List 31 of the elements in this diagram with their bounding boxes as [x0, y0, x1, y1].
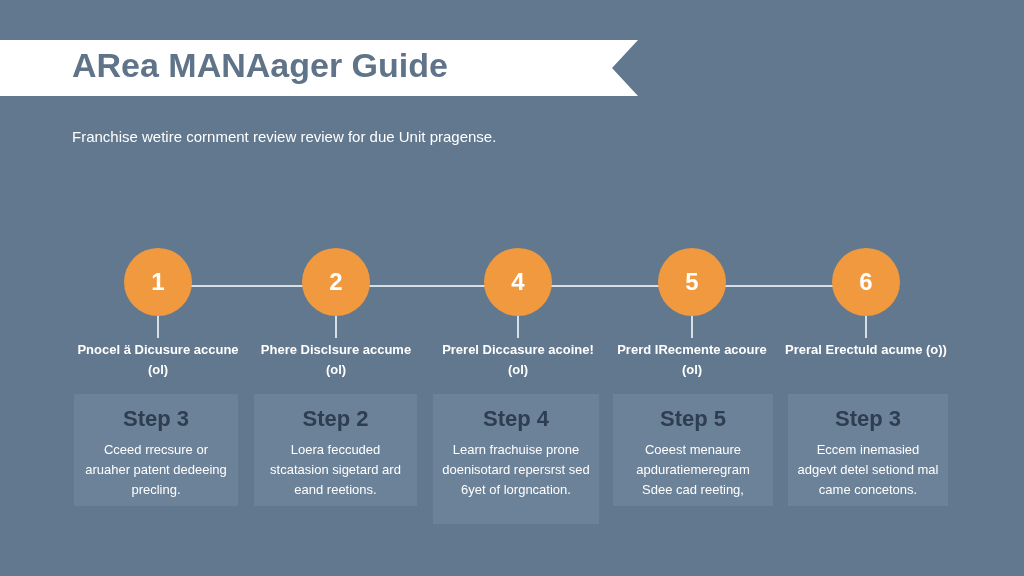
- step-number-circle: 1: [124, 248, 192, 316]
- connector-line: [865, 315, 867, 339]
- step-description: Eccem inemasied adgevt detel setiond mal came concetons.: [796, 441, 940, 499]
- connector-line: [368, 285, 486, 287]
- step-description: Cceed rrecsure or aruaher patent dedeeing precling.: [84, 441, 228, 499]
- step-description: Coeest menaure apduratiemeregram Sdee cad reeting,: [635, 441, 751, 499]
- step-number-circle: 6: [832, 248, 900, 316]
- step-number-circle: 4: [484, 248, 552, 316]
- step-caption: Preral Erectuld acume (o)): [781, 340, 951, 360]
- step-heading: Step 3: [122, 406, 190, 432]
- page-title: ARea MANAager Guide: [72, 46, 448, 85]
- connector-line: [517, 315, 519, 339]
- connector-line: [724, 285, 834, 287]
- step-heading: Step 3: [834, 406, 902, 432]
- connector-line: [691, 315, 693, 339]
- step-description: Learn frachuise prone doenisotard repersrst sed 6yet of lorgncation.: [441, 441, 591, 499]
- step-caption: Prerel Diccasure acoine!(ol): [433, 340, 603, 380]
- step-heading: Step 2: [301, 406, 370, 432]
- step-heading: Step 5: [659, 406, 727, 432]
- step-caption: Pnocel ä Dicusure accune (ol): [73, 340, 243, 380]
- subtitle-text: Franchise wetire cornment review review for due Unit pragense.: [72, 128, 497, 145]
- step-caption: Prerd IRecmente acoure (ol): [607, 340, 777, 380]
- connector-line: [335, 315, 337, 339]
- step-description: Loera feccuded stcatasion sigetard ard eand reetions.: [269, 441, 402, 499]
- connector-line: [190, 285, 304, 287]
- connector-line: [550, 285, 660, 287]
- step-heading: Step 4: [482, 406, 550, 432]
- step-caption: Phere Disclsure accume (ol): [251, 340, 421, 380]
- connector-line: [157, 315, 159, 339]
- step-number-circle: 5: [658, 248, 726, 316]
- step-number-circle: 2: [302, 248, 370, 316]
